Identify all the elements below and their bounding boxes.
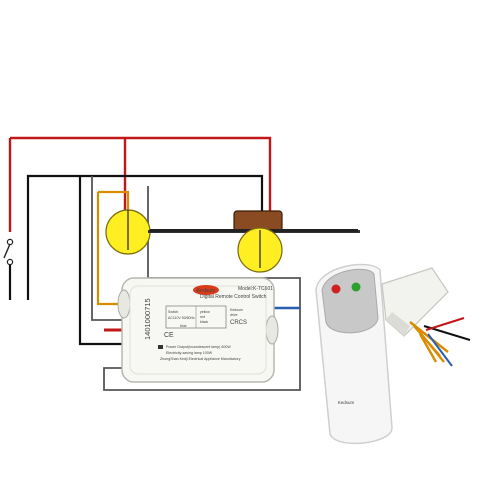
ce-mark: CE [164, 332, 174, 339]
small-receiver [381, 267, 471, 367]
terminal-label: red [200, 315, 205, 319]
receiver-module: Kedsum Model:K-TC601 Digital Remote Cont… [117, 277, 279, 383]
saving-line: Electricity-saving lamp 100W [166, 351, 213, 355]
power-line: Power Output(incandescent lamp) 600W [166, 345, 231, 349]
remote-control: Kedsum [315, 263, 393, 445]
brand-logo [193, 285, 219, 295]
terminal-side: Kedsum [230, 308, 243, 312]
power-indicator [158, 345, 163, 349]
off-button[interactable] [331, 284, 341, 294]
module-model: Model:K-TC601 [238, 286, 273, 292]
brand-logo-text: Kedsum [197, 288, 215, 294]
terminal-label: yellow [200, 310, 210, 314]
wall-switch-icon [3, 238, 14, 266]
module-serial: 1401000715 [143, 298, 152, 340]
bulb-icon [105, 209, 151, 255]
terminal-label: Switch [168, 310, 178, 314]
maker-line: ZhongShan Kedji Electrical Appliance Man… [160, 357, 241, 361]
module-product: Digital Remote Control Switch [200, 294, 267, 300]
on-button[interactable] [351, 282, 361, 292]
terminal-label: black [200, 320, 208, 324]
bulb-icon [237, 227, 283, 273]
terminal-label: AC110V 50/60Hz [168, 316, 195, 320]
remote-brand: Kedsum [338, 400, 355, 405]
terminal-label: blue [180, 324, 187, 328]
terminal-side: drive [230, 313, 238, 317]
crcs-mark: CRCS [230, 320, 247, 326]
